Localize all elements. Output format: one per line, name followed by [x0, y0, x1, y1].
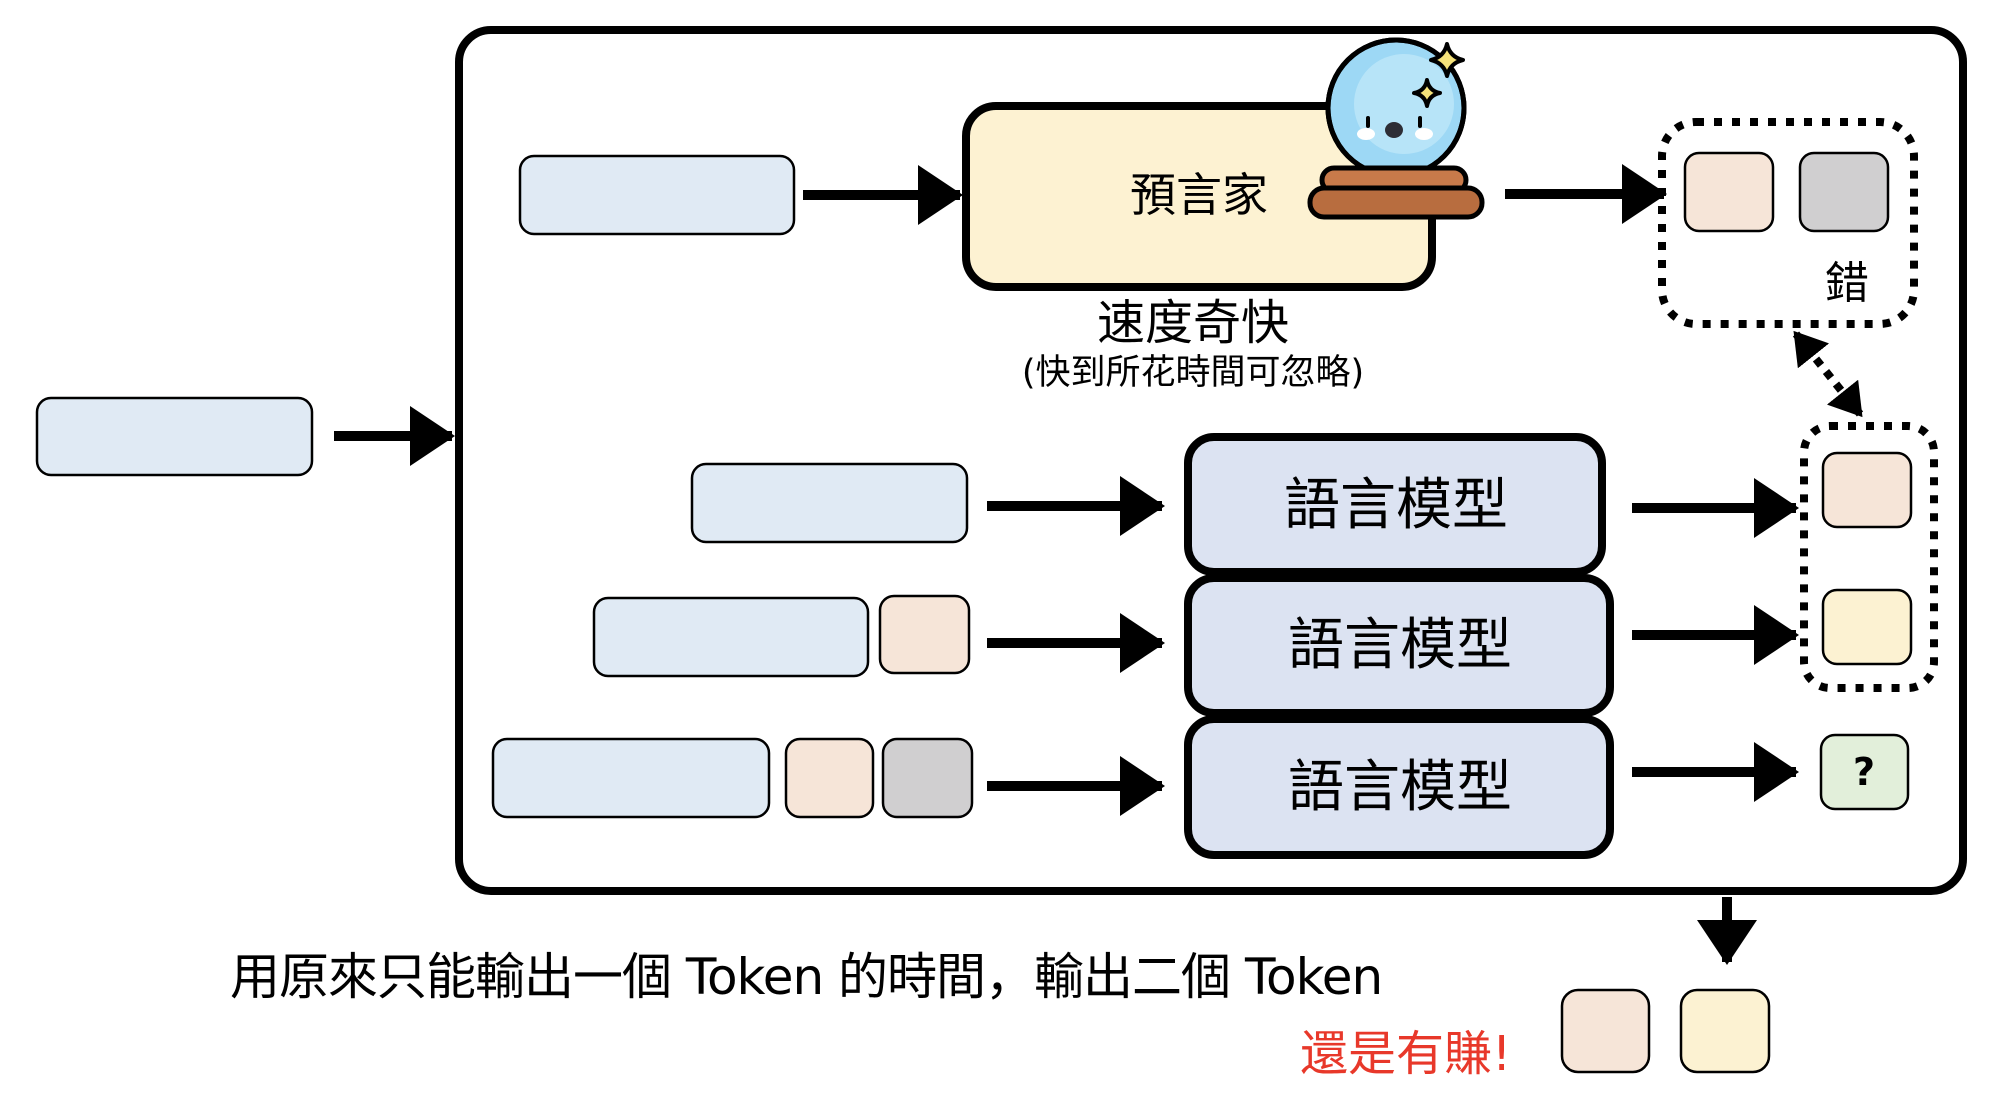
oracle-speed-label: 速度奇快: [1096, 295, 1290, 351]
lm3-input-sequence: [491, 737, 771, 819]
oracle-output-token-1: [1683, 151, 1775, 233]
lm-output-group: [1800, 422, 1938, 692]
lm1-input-sequence: [690, 462, 969, 544]
language-model-2-label: 語言模型: [1288, 613, 1512, 678]
oracle-input-sequence: [518, 154, 796, 236]
language-model-3: [1184, 715, 1614, 859]
comparison-arrow: [1792, 330, 1864, 418]
final-token-2: [1679, 988, 1771, 1074]
oracle-verdict-label: 錯: [1825, 258, 1869, 309]
oracle-output-group: [1658, 118, 1918, 328]
language-model-1: [1184, 433, 1606, 576]
oracle-output-token-2: [1798, 151, 1890, 233]
lm3-output-token: [1819, 733, 1910, 811]
lm2-input-token-peach: [878, 594, 971, 675]
outer-input-sequence: [35, 396, 314, 477]
language-model-3-label: 語言模型: [1288, 755, 1512, 820]
lm1-output-token: [1821, 451, 1913, 529]
unknown-token-label: ?: [1852, 750, 1876, 794]
language-model-2: [1184, 574, 1614, 717]
oracle-label: 預言家: [1130, 168, 1268, 222]
oracle-speed-note: (快到所花時間可忽略): [1021, 353, 1365, 393]
lm2-output-token: [1821, 588, 1913, 666]
footer-highlight: 還是有賺!: [1300, 1026, 1512, 1082]
crystal-ball-icon: [1307, 37, 1485, 220]
footer-caption: 用原來只能輸出一個 Token 的時間，輸出二個 Token: [230, 948, 1383, 1006]
lm2-input-sequence: [592, 596, 870, 678]
speculative-decoding-frame: [455, 26, 1967, 895]
language-model-1-label: 語言模型: [1284, 473, 1508, 538]
final-token-1: [1560, 988, 1651, 1074]
lm3-input-token-gray: [881, 737, 974, 819]
lm3-input-token-peach: [784, 737, 875, 819]
